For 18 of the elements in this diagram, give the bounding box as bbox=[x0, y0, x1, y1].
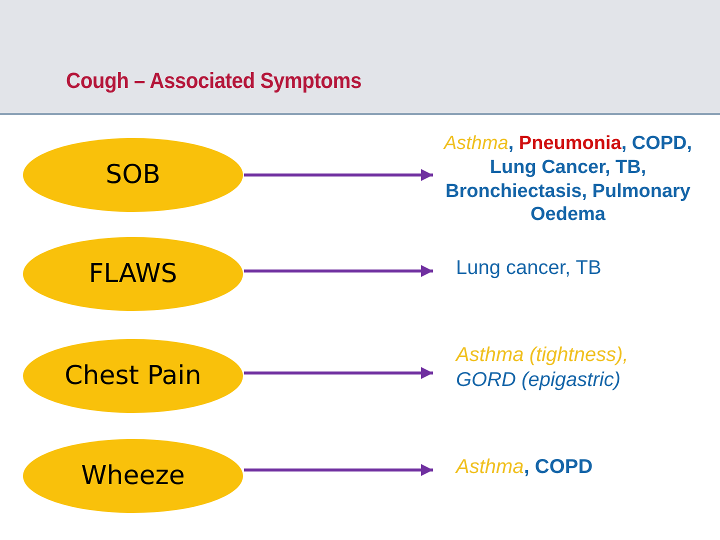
symptom-ellipse bbox=[22, 338, 244, 414]
cause-text: Lung cancer, TB bbox=[456, 256, 602, 281]
symptom-label: Wheeze bbox=[80, 460, 186, 492]
cause-text: GORD (epigastric) bbox=[456, 368, 622, 393]
cause-text: Asthma (tightness), bbox=[456, 343, 630, 368]
symptom-label: Chest Pain bbox=[64, 360, 202, 392]
slide-title: Cough – Associated Symptoms bbox=[66, 68, 362, 94]
symptom-label: SOB bbox=[104, 158, 162, 192]
arrow bbox=[244, 265, 433, 277]
symptom-ellipse bbox=[22, 137, 244, 213]
symptom-ellipse bbox=[22, 438, 244, 514]
cause-text: Asthma, COPD bbox=[456, 455, 594, 480]
cause-text: Asthma, Pneumonia, COPD, Lung Cancer, TB, Bronchiectasis, Pulmonary Oedema bbox=[442, 132, 694, 227]
arrow bbox=[244, 367, 433, 379]
arrow bbox=[244, 464, 433, 476]
symptom-ellipse bbox=[22, 236, 244, 312]
arrow bbox=[244, 169, 433, 181]
symptom-label: FLAWS bbox=[88, 258, 178, 290]
